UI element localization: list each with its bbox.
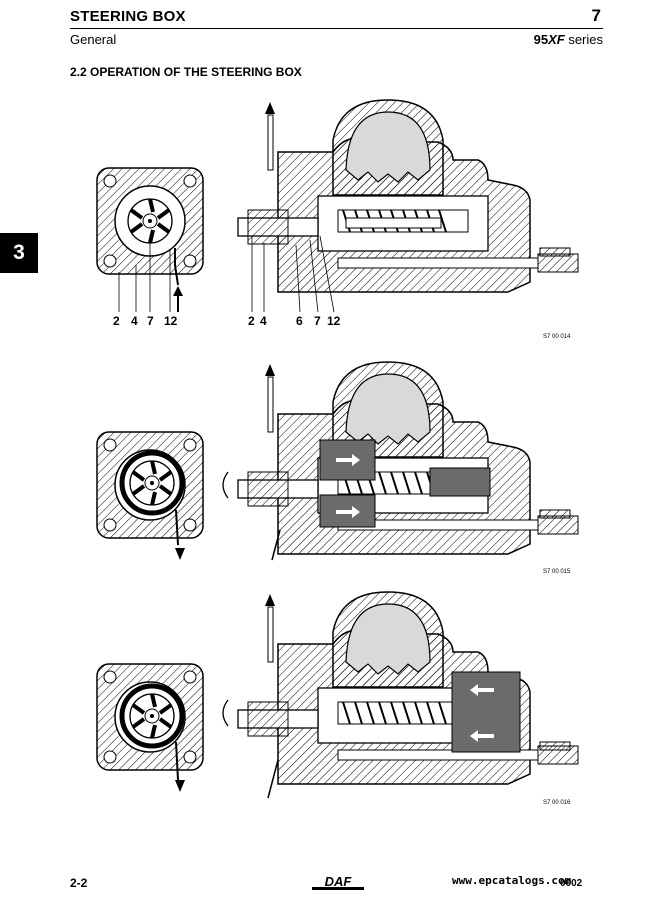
page-title: STEERING BOX xyxy=(70,8,186,25)
figure-3 xyxy=(96,591,579,799)
svg-text:DAF: DAF xyxy=(325,874,353,889)
page-subtitle: General xyxy=(70,32,117,47)
callout-4-right: 4 xyxy=(260,314,267,328)
figure-1 xyxy=(96,99,579,312)
callout-2-right: 2 xyxy=(248,314,255,328)
daf-logo: DAF xyxy=(312,874,364,890)
callout-12-left: 12 xyxy=(164,314,178,328)
callout-7-left: 7 xyxy=(147,314,154,328)
figure-2 xyxy=(96,361,579,561)
callout-6-right: 6 xyxy=(296,314,303,328)
series-label: 95XF series xyxy=(533,32,603,47)
figure-1-code: S7 00 014 xyxy=(543,334,571,340)
figure-3-code: S7 00 016 xyxy=(543,800,571,806)
page-number: 2-2 xyxy=(70,876,88,890)
watermark: www.epcatalogs.com xyxy=(452,874,572,887)
callout-2-left: 2 xyxy=(113,314,120,328)
figure-2-code: S7 00 015 xyxy=(543,569,571,575)
section-heading: 2.2 OPERATION OF THE STEERING BOX xyxy=(70,65,302,79)
callout-leaders xyxy=(118,235,335,313)
chapter-number: 7 xyxy=(591,6,601,25)
callout-7-right: 7 xyxy=(314,314,321,328)
callout-12-right: 12 xyxy=(327,314,341,328)
callout-4-left: 4 xyxy=(131,314,138,328)
chapter-tab: 3 xyxy=(0,233,38,273)
edition-date: 0002 xyxy=(560,878,583,889)
header-rule xyxy=(70,28,603,29)
